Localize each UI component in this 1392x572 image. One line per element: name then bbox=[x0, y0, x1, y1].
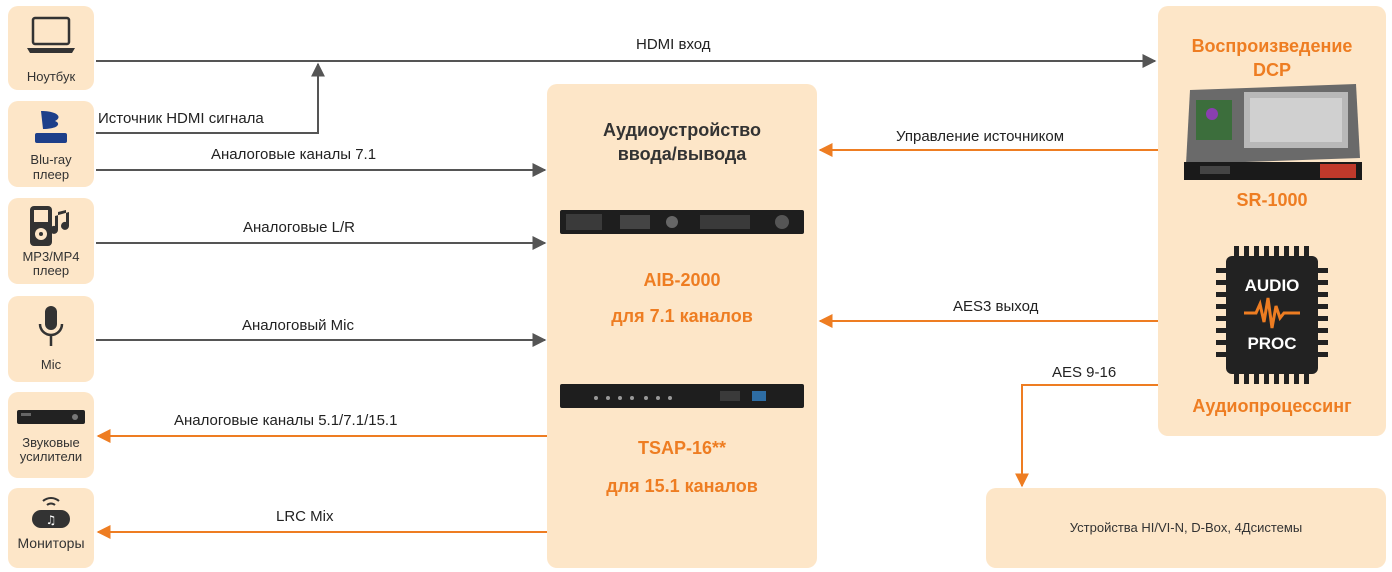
bluray-box: Blu-ray плеер bbox=[8, 101, 94, 187]
aes3-label: AES3 выход bbox=[953, 298, 1039, 315]
control-label: Управление источником bbox=[896, 128, 1065, 145]
chip-text-2: PROC bbox=[1247, 334, 1297, 353]
amplifier-box: Звуковые усилители bbox=[8, 392, 94, 478]
chip-text-1: AUDIO bbox=[1244, 276, 1300, 295]
audio-proc-chip-icon: AUDIO PROC bbox=[1216, 246, 1328, 384]
hdmi-source-line bbox=[96, 62, 325, 134]
monitors-box: ♫ Мониторы bbox=[8, 488, 94, 568]
tsap-title: TSAP-16** bbox=[637, 438, 727, 458]
hdmi-source-label: Источник HDMI сигнала bbox=[98, 110, 264, 127]
bluray-label-1: Blu-ray bbox=[30, 152, 72, 167]
microphone-icon bbox=[8, 304, 94, 350]
amplifier-label-1: Звуковые bbox=[22, 435, 80, 450]
aib-device-image bbox=[560, 210, 804, 234]
bluray-label-2: плеер bbox=[32, 167, 70, 182]
mp3-label-1: MP3/MP4 bbox=[22, 249, 80, 264]
aib-title: AIB-2000 bbox=[643, 270, 721, 290]
bluray-icon bbox=[8, 107, 94, 147]
mic-box: Mic bbox=[8, 296, 94, 382]
audio-processing-title: Аудиопроцессинг bbox=[1192, 396, 1352, 416]
amplifier-icon bbox=[8, 408, 94, 426]
dcp-panel: Воспроизведение DCP SR-1000 AUDIO PROC А… bbox=[1158, 6, 1386, 436]
mp3-label-2: плеер bbox=[32, 263, 70, 278]
mic-label: Mic bbox=[40, 357, 62, 372]
monitors-label: Мониторы bbox=[17, 535, 85, 551]
aes916-line bbox=[1015, 384, 1158, 488]
laptop-box: Ноутбук bbox=[8, 6, 94, 90]
svg-text:♫: ♫ bbox=[46, 513, 57, 527]
lrc-label: LRC Mix bbox=[276, 508, 334, 525]
hdmi-in-label: HDMI вход bbox=[636, 36, 711, 53]
aib-subtitle: для 7.1 каналов bbox=[611, 306, 753, 326]
amplifier-label-2: усилители bbox=[19, 449, 83, 464]
tsap-subtitle: для 15.1 каналов bbox=[606, 476, 758, 496]
laptop-icon bbox=[8, 16, 94, 56]
dcp-title-2: DCP bbox=[1252, 60, 1291, 80]
analog-out-label: Аналоговые каналы 5.1/7.1/15.1 bbox=[174, 412, 398, 429]
laptop-label: Ноутбук bbox=[26, 69, 76, 84]
devices-label: Устройства HI/VI-N, D-Box, 4Дсистемы bbox=[1069, 520, 1303, 535]
sr1000-title: SR-1000 bbox=[1236, 190, 1308, 210]
audio-io-panel: Аудиоустройство ввода/вывода AIB-2000 дл… bbox=[547, 84, 817, 568]
music-player-icon bbox=[8, 202, 94, 250]
aes916-label: AES 9-16 bbox=[1052, 364, 1117, 381]
analog-lr-label: Аналоговые L/R bbox=[243, 219, 355, 236]
tsap-device-image bbox=[560, 384, 804, 408]
dcp-title-1: Воспроизведение bbox=[1191, 36, 1353, 56]
speaker-icon: ♫ bbox=[8, 492, 94, 530]
analog71-label: Аналоговые каналы 7.1 bbox=[211, 146, 377, 163]
sr1000-device-image bbox=[1184, 84, 1362, 180]
mp3-box: MP3/MP4 плеер bbox=[8, 198, 94, 284]
audio-io-title-1: Аудиоустройство bbox=[603, 120, 761, 140]
analog-mic-label: Аналоговый Mic bbox=[242, 317, 355, 334]
devices-box: Устройства HI/VI-N, D-Box, 4Дсистемы bbox=[986, 488, 1386, 568]
audio-io-title-2: ввода/вывода bbox=[617, 144, 747, 164]
